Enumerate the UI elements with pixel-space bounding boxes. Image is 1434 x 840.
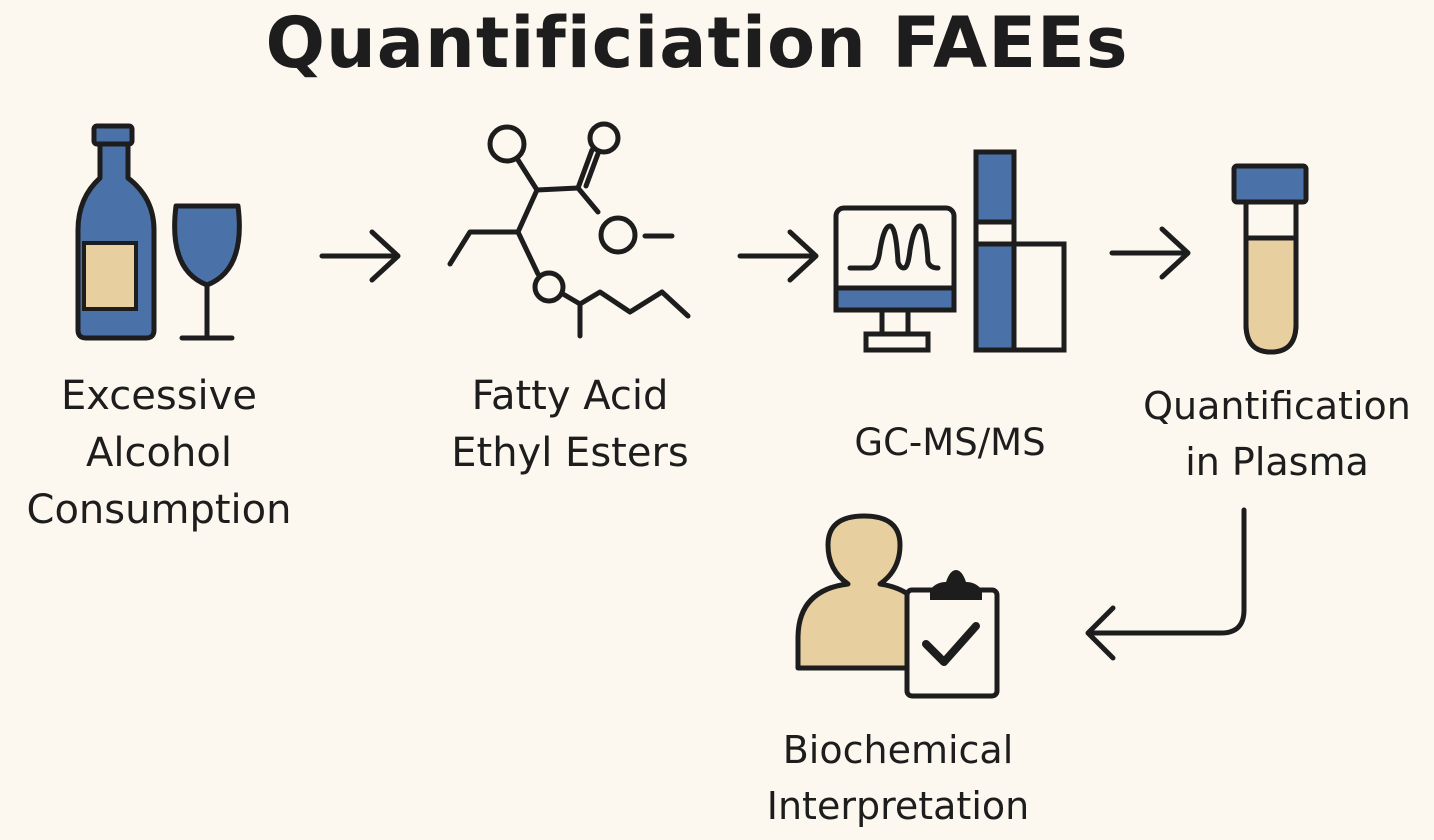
step-label-line: Alcohol <box>86 430 232 476</box>
step-label-line: Fatty Acid <box>471 373 669 419</box>
step-label-line: Ethyl Esters <box>451 430 689 476</box>
person-with-clipboard-icon <box>795 513 1000 699</box>
return-arrow-icon <box>1085 507 1247 661</box>
wine-bottle-and-glass-icon <box>75 123 242 341</box>
step-label-line: Interpretation <box>766 784 1030 828</box>
step-label-line: GC-MS/MS <box>854 421 1046 464</box>
step-label-quantification-in-plasma: Quantification in Plasma <box>1124 378 1430 490</box>
arrow-icon <box>737 229 819 283</box>
arrow-icon <box>1109 226 1191 280</box>
step-label-line: in Plasma <box>1185 440 1369 484</box>
step-label-line: Consumption <box>26 487 292 533</box>
arrow-icon <box>319 229 401 283</box>
step-label-biochemical-interpretation: Biochemical Interpretation <box>748 722 1048 834</box>
diagram-title: Quantificiation FAEEs <box>265 2 1129 84</box>
step-label-line: Biochemical <box>782 728 1014 772</box>
step-label-fatty-acid-ethyl-esters: Fatty Acid Ethyl Esters <box>420 368 720 482</box>
step-label-line: Excessive <box>61 373 257 419</box>
step-label-line: Quantification <box>1143 384 1411 428</box>
molecule-structure-icon <box>447 121 691 339</box>
step-label-alcohol-consumption: Excessive Alcohol Consumption <box>0 368 318 539</box>
gc-ms-instrument-icon <box>833 149 1067 353</box>
step-label-gc-ms-ms: GC-MS/MS <box>800 414 1100 471</box>
plasma-test-tube-icon <box>1231 163 1309 355</box>
